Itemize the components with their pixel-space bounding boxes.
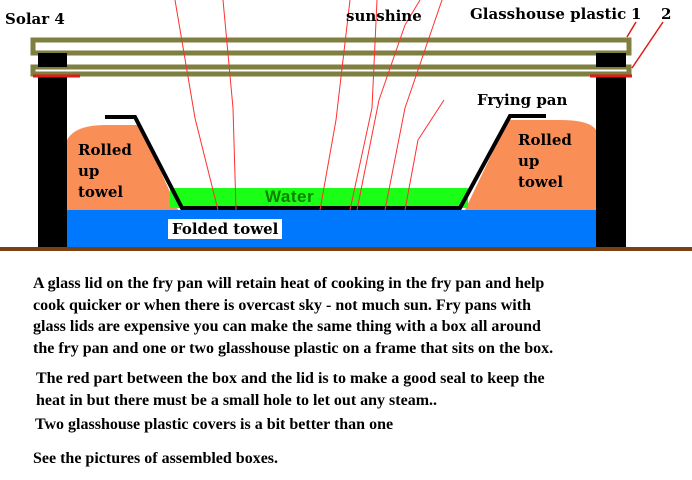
layer-1-label: 1: [631, 5, 642, 23]
plastic-layer-1: [30, 37, 632, 56]
sun-ray: [378, 24, 406, 101]
layer-2-pointer: [631, 21, 664, 69]
sun-ray: [194, 117, 219, 211]
paragraph-1-line: cook quicker or when there is overcast s…: [33, 296, 531, 314]
right-wall-post-upper: [596, 53, 626, 67]
water-label: Water: [265, 187, 315, 206]
sun-ray: [371, 0, 378, 109]
sun-ray: [356, 99, 380, 211]
plastic-layer-2: [30, 64, 632, 77]
ground-line: [0, 247, 692, 251]
paragraph-2: The red part between the box and the lid…: [36, 368, 545, 411]
sun-ray: [404, 0, 443, 109]
paragraph-2-line: The red part between the box and the lid…: [36, 370, 545, 387]
paragraph-2-line: heat in but there must be a small hole t…: [36, 391, 438, 409]
left-wall-post-upper: [38, 53, 67, 67]
sunshine-label: sunshine: [346, 7, 422, 25]
sun-ray: [335, 0, 351, 121]
paragraph-1-line: glass lids are expensive you can make th…: [33, 318, 541, 335]
folded-towel-shape: [67, 210, 596, 248]
diagram-title: Solar 4: [5, 10, 65, 28]
frying-pan-outline: [105, 114, 546, 210]
paragraph-1-line: A glass lid on the fry pan will retain h…: [33, 275, 545, 292]
folded-towel-label: Folded towel: [168, 219, 283, 239]
sun-ray: [222, 0, 234, 109]
right-towel-label: Rolled up towel: [518, 131, 572, 191]
water-shape: [170, 188, 468, 208]
sun-ray: [174, 0, 196, 119]
glasshouse-plastic-label: Glasshouse plastic: [470, 5, 627, 23]
sun-ray: [417, 99, 445, 141]
layer-1-pointer: [626, 21, 637, 38]
sun-ray: [349, 107, 373, 211]
sun-ray: [319, 119, 337, 211]
sun-ray: [404, 0, 421, 26]
paragraph-3: Two glasshouse plastic covers is a bit b…: [35, 416, 394, 433]
layer-2-label: 2: [661, 5, 672, 23]
frying-pan-label: Frying pan: [477, 91, 568, 109]
paragraph-1: A glass lid on the fry pan will retain h…: [33, 273, 553, 359]
sun-rays: [174, 0, 445, 211]
sun-ray: [404, 139, 419, 211]
left-towel-label: Rolled up towel: [78, 141, 132, 201]
paragraph-4: See the pictures of assembled boxes.: [33, 450, 279, 467]
left-towel-shape: [67, 125, 178, 210]
sun-ray: [384, 107, 406, 211]
diagram-drawing: [0, 0, 692, 251]
sun-ray: [232, 107, 237, 211]
paragraph-1-line: the fry pan and one or two glasshouse pl…: [33, 339, 554, 357]
